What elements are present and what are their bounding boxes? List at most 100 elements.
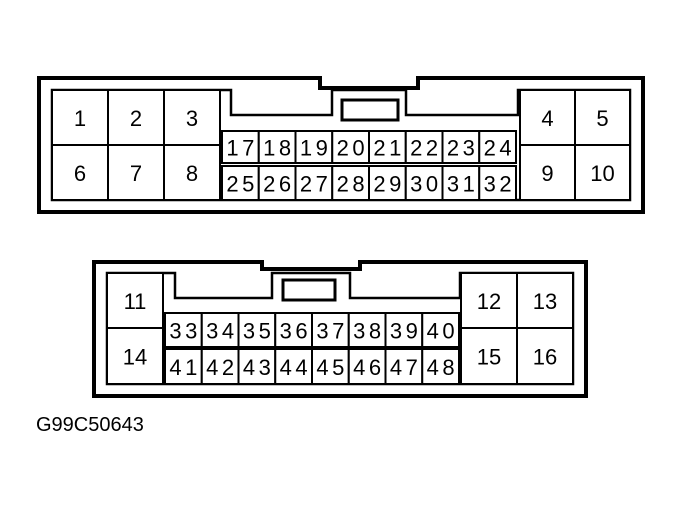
pin-cell [237,312,277,348]
pin-39: 39 [384,312,424,348]
lower-polarizing-key [281,278,337,302]
pin-number: 12 [477,289,501,314]
pin-20: 20 [331,130,370,164]
pin-cell [106,327,164,385]
pin-41: 41 [164,348,203,385]
pin-cell [516,327,574,385]
pin-number: 1 [74,106,86,131]
pin-18: 18 [257,130,297,164]
pin-26: 26 [257,165,297,201]
pin-46: 46 [347,348,387,385]
pin-8: 8 [163,144,221,201]
pin-cell [519,144,576,201]
pin-cell [257,165,297,201]
pin-cell [200,348,240,385]
pin-cell [164,312,203,348]
pin-cell [460,327,518,385]
pin-9: 9 [519,144,576,201]
pin-cell [106,272,164,329]
pin-cell [347,312,387,348]
pin-44: 44 [274,348,313,385]
upper-connector-housing [37,76,645,214]
pin-16: 16 [516,327,574,385]
pin-37: 37 [311,312,350,348]
pin-number: 14 [123,345,147,370]
pin-24: 24 [478,130,517,164]
pin-14: 14 [106,327,164,385]
pin-cell [441,130,481,164]
pin-number: 4 [541,106,553,131]
pin-number: 10 [590,161,614,186]
pin-number: 2 [130,106,142,131]
pin-3: 3 [163,89,221,146]
pin-cell [274,312,313,348]
pin-cell [163,144,221,201]
pin-number: 16 [533,345,557,370]
pin-7: 7 [107,144,165,201]
pin-number: 9 [541,161,553,186]
pin-number: 6 [74,161,86,186]
pin-2: 2 [107,89,165,146]
pin-number: 3 [186,106,198,131]
pin-12: 12 [460,272,518,329]
pin-40: 40 [421,312,460,348]
pin-35: 35 [237,312,277,348]
pin-6: 6 [51,144,109,201]
pin-number: 13 [533,289,557,314]
pin-42: 42 [200,348,240,385]
pin-43: 43 [237,348,277,385]
pin-11: 11 [106,272,164,329]
pin-number: 5 [596,106,608,131]
pin-31: 31 [441,165,481,201]
pin-13: 13 [516,272,574,329]
pin-36: 36 [274,312,313,348]
pin-1: 1 [51,89,109,146]
pin-cell [574,144,631,201]
pin-4: 4 [519,89,576,146]
pin-cell [421,312,460,348]
pin-29: 29 [368,165,407,201]
pin-cell [164,348,203,385]
pin-32: 32 [478,165,517,201]
pin-cell [221,130,260,164]
pin-33: 33 [164,312,203,348]
upper-polarizing-key [340,98,400,122]
pin-21: 21 [368,130,407,164]
pin-cell [311,312,350,348]
pin-cell [478,130,517,164]
pin-19: 19 [294,130,334,164]
pin-cell [107,89,165,146]
pin-cell [51,144,109,201]
pin-15: 15 [460,327,518,385]
pin-cell [478,165,517,201]
pin-number: 8 [186,161,198,186]
figure-code: G99C50643 [36,414,144,436]
pin-10: 10 [574,144,631,201]
pin-cell [368,165,407,201]
pin-27: 27 [294,165,334,201]
pin-17: 17 [221,130,260,164]
pin-48: 48 [421,348,460,385]
pin-cell [421,348,460,385]
lower-connector-housing [92,260,588,398]
pin-cell [441,165,481,201]
pin-45: 45 [311,348,350,385]
pin-47: 47 [384,348,424,385]
pin-number: 7 [130,161,142,186]
pin-5: 5 [574,89,631,146]
pin-cell [384,312,424,348]
pin-cell [294,130,334,164]
pin-38: 38 [347,312,387,348]
pin-cell [574,89,631,146]
pin-number: 11 [124,289,147,314]
pin-34: 34 [200,312,240,348]
pin-25: 25 [221,165,260,201]
pin-23: 23 [441,130,481,164]
pin-30: 30 [404,165,444,201]
pin-22: 22 [404,130,444,164]
pin-number: 15 [477,345,501,370]
pin-28: 28 [331,165,370,201]
